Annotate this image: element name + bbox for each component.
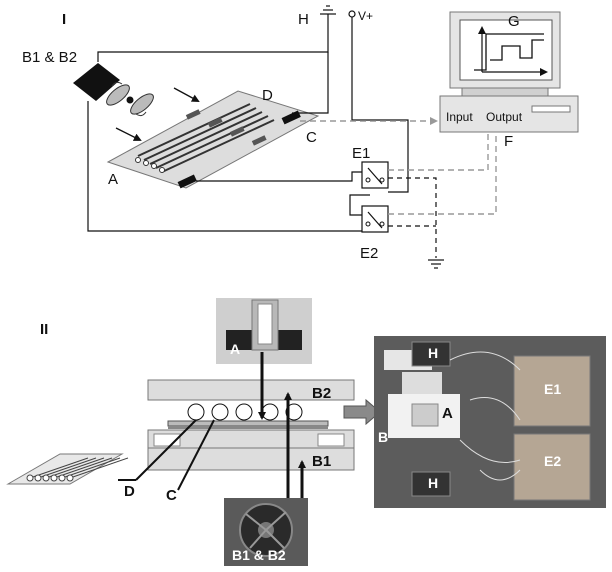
fan-photo: [224, 498, 308, 566]
rod-bundle: [6, 453, 129, 485]
sensor-photo: [216, 298, 312, 364]
label-b1-b2-photo: B1 & B2: [232, 547, 286, 563]
relay-e1: [361, 161, 389, 189]
label-c-top: C: [306, 129, 317, 146]
panel-1-label: I: [62, 11, 66, 28]
signal-wires: [300, 117, 497, 215]
airflow-arrow: [173, 87, 200, 102]
pointer-d: [135, 419, 197, 481]
ground-icon: [320, 5, 336, 15]
label-d-bottom: D: [124, 483, 135, 500]
label-d-top: D: [262, 87, 273, 104]
sensor-plate: [106, 90, 320, 189]
label-e2-top: E2: [360, 245, 378, 262]
label-b2: B2: [312, 385, 331, 402]
pointer-arrow: [343, 398, 381, 426]
label-b1-b2-top: B1 & B2: [22, 49, 77, 66]
label-h-photo-top: H: [428, 345, 438, 361]
label-a-photo: A: [230, 341, 240, 357]
label-e1-photo: E1: [544, 381, 561, 397]
label-h-top: H: [298, 11, 309, 28]
circuit-wires: [87, 14, 409, 232]
relay-e2: [361, 205, 389, 233]
ground-wires: [388, 177, 437, 258]
label-a-top: A: [108, 171, 118, 188]
label-v-plus: V+: [358, 9, 373, 23]
label-output: Output: [486, 110, 523, 124]
label-b-setup: B: [378, 429, 388, 445]
fan-block: [73, 63, 120, 101]
fan-icon: [106, 81, 154, 117]
computer-icon: [439, 11, 579, 133]
pointer-c: [177, 419, 215, 491]
airflow-arrow: [115, 127, 142, 141]
ground-icon: [428, 259, 444, 269]
v-plus-terminal: [348, 10, 356, 18]
label-e2-photo: E2: [544, 453, 561, 469]
setup-photo: [374, 336, 606, 508]
label-g: G: [508, 13, 520, 30]
label-b1: B1: [312, 453, 331, 470]
panel-2-label: II: [40, 321, 48, 338]
label-h-photo-bottom: H: [428, 475, 438, 491]
label-f: F: [504, 133, 513, 150]
label-a-setup: A: [442, 405, 453, 422]
label-input: Input: [446, 110, 473, 124]
label-c-bottom: C: [166, 487, 177, 504]
label-e1-top: E1: [352, 145, 370, 162]
